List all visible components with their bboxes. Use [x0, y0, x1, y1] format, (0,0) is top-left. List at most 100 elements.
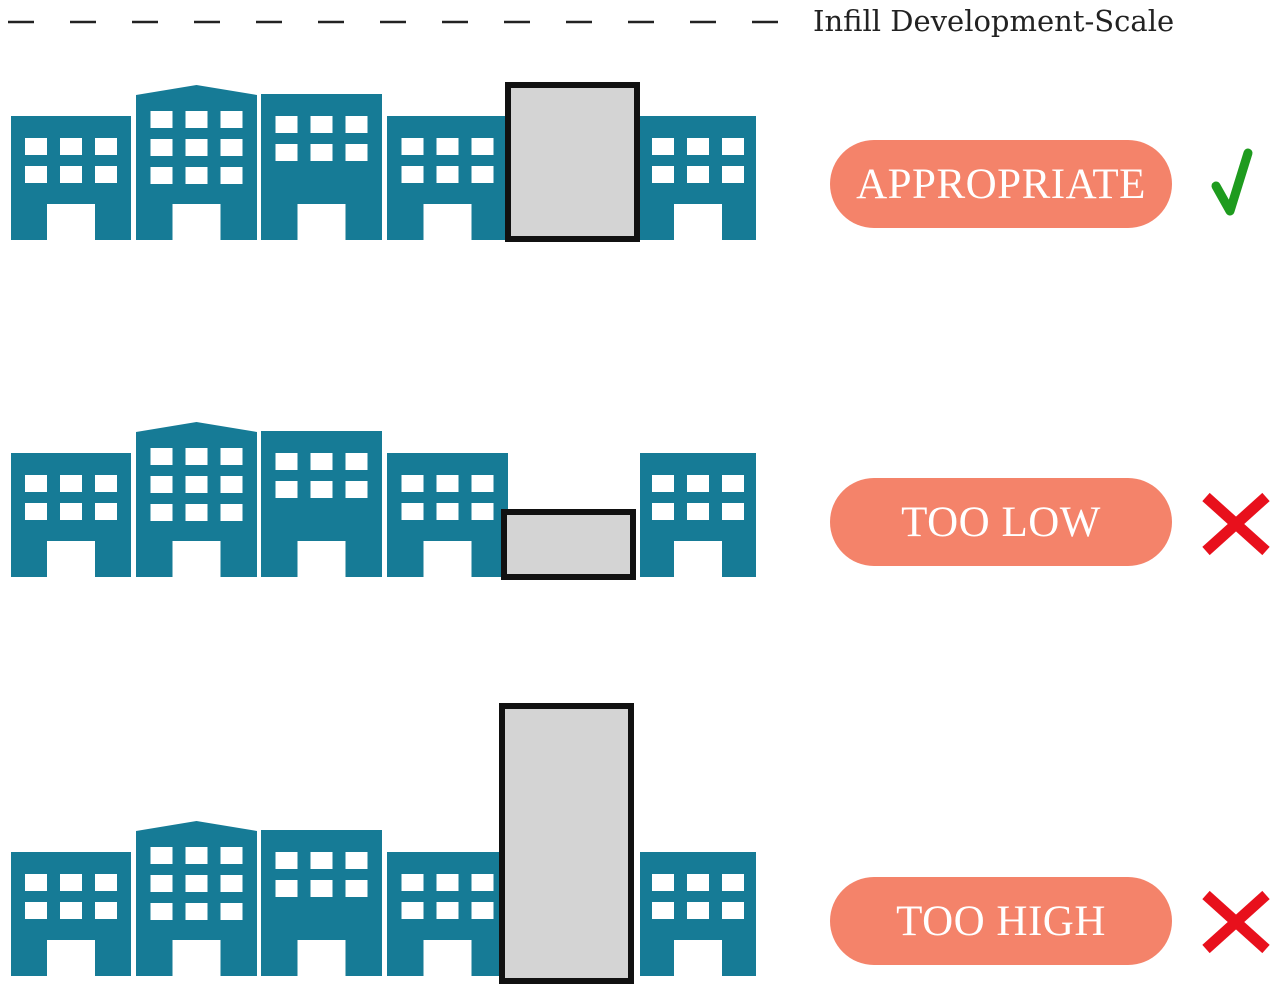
window — [310, 116, 333, 133]
window — [25, 166, 47, 183]
window — [652, 475, 674, 492]
building — [261, 830, 382, 976]
window — [95, 902, 117, 919]
window — [722, 874, 744, 891]
window — [345, 852, 368, 869]
streetscape-too-low — [11, 422, 756, 580]
door — [47, 204, 95, 240]
window — [185, 847, 208, 864]
verdict-label-appropriate: APPROPRIATE — [830, 140, 1172, 228]
window — [25, 503, 47, 520]
window — [436, 902, 459, 919]
window — [275, 144, 298, 161]
window — [722, 503, 744, 520]
window — [220, 167, 243, 184]
window — [722, 138, 744, 155]
check-icon — [1211, 148, 1253, 216]
door — [297, 940, 346, 976]
window — [436, 475, 459, 492]
door — [423, 940, 472, 976]
window — [60, 475, 82, 492]
streetscape-too-high — [11, 703, 756, 984]
building — [640, 116, 756, 240]
window — [220, 847, 243, 864]
window — [95, 166, 117, 183]
window — [95, 475, 117, 492]
window — [687, 475, 709, 492]
window — [185, 875, 208, 892]
building — [136, 422, 257, 577]
window — [220, 903, 243, 920]
window — [652, 874, 674, 891]
building — [387, 116, 508, 240]
window — [687, 874, 709, 891]
door — [423, 541, 472, 577]
infill-building — [501, 509, 636, 580]
window — [220, 875, 243, 892]
window — [60, 902, 82, 919]
window — [220, 448, 243, 465]
window — [310, 144, 333, 161]
window — [185, 448, 208, 465]
window — [185, 139, 208, 156]
window — [185, 111, 208, 128]
window — [150, 139, 173, 156]
window — [401, 503, 424, 520]
window — [150, 875, 173, 892]
window — [95, 874, 117, 891]
window — [150, 167, 173, 184]
window — [652, 902, 674, 919]
door — [423, 204, 472, 240]
window — [60, 874, 82, 891]
window — [150, 448, 173, 465]
window — [310, 453, 333, 470]
building — [261, 431, 382, 577]
window — [275, 481, 298, 498]
infill-building — [499, 703, 634, 984]
window — [275, 453, 298, 470]
window — [471, 902, 494, 919]
window — [185, 903, 208, 920]
door — [674, 541, 722, 577]
window — [722, 902, 744, 919]
cross-icon — [1202, 492, 1270, 556]
building — [640, 453, 756, 577]
window — [401, 166, 424, 183]
window — [471, 138, 494, 155]
window — [220, 476, 243, 493]
window — [185, 476, 208, 493]
window — [471, 475, 494, 492]
door — [47, 541, 95, 577]
diagram-title: Infill Development-Scale — [813, 4, 1175, 38]
window — [95, 138, 117, 155]
window — [401, 138, 424, 155]
door — [297, 541, 346, 577]
window — [150, 111, 173, 128]
door — [172, 204, 221, 240]
window — [185, 167, 208, 184]
window — [471, 166, 494, 183]
window — [60, 138, 82, 155]
infill-building — [505, 82, 640, 242]
window — [436, 166, 459, 183]
window — [345, 481, 368, 498]
building — [11, 453, 131, 577]
window — [471, 874, 494, 891]
window — [275, 880, 298, 897]
window — [220, 111, 243, 128]
window — [275, 852, 298, 869]
window — [401, 902, 424, 919]
building — [387, 852, 508, 976]
verdict-label-too-high: TOO HIGH — [830, 877, 1172, 965]
window — [25, 874, 47, 891]
building — [136, 821, 257, 976]
door — [47, 940, 95, 976]
window — [25, 902, 47, 919]
building — [387, 453, 508, 577]
window — [150, 476, 173, 493]
window — [310, 880, 333, 897]
window — [345, 116, 368, 133]
building — [261, 94, 382, 240]
door — [172, 940, 221, 976]
